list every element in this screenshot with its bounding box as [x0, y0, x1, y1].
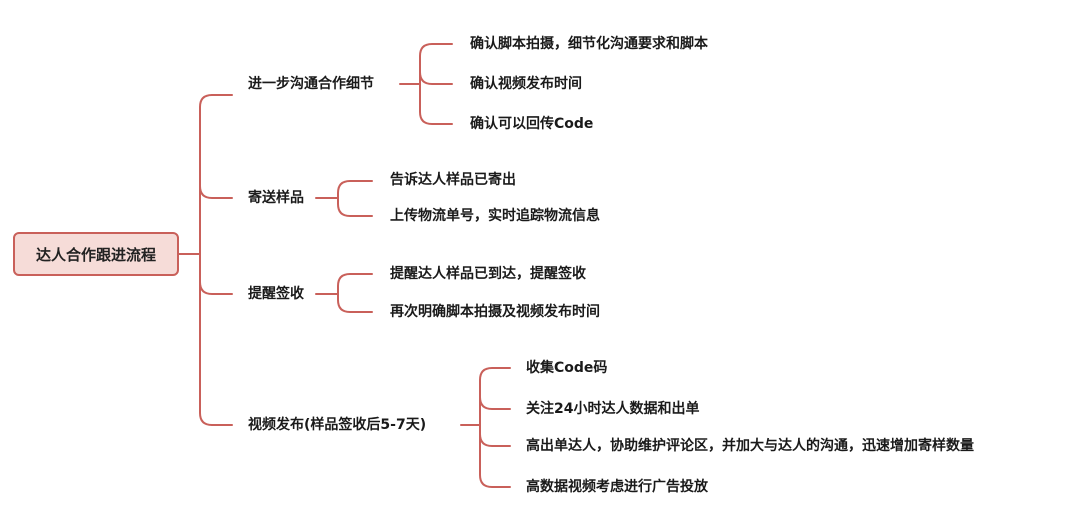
branch-4[interactable]: 视频发布(样品签收后5-7天) — [248, 417, 427, 433]
connector-root-trunk — [178, 94, 213, 426]
leaf-1-1[interactable]: 确认脚本拍摄，细节化沟通要求和脚本 — [470, 36, 708, 52]
root-node[interactable]: 达人合作跟进流程 — [13, 232, 179, 276]
connector-root-branch-2 — [199, 185, 233, 199]
connector-branch-2 — [315, 180, 373, 217]
branch-3[interactable]: 提醒签收 — [248, 286, 304, 302]
leaf-2-1[interactable]: 告诉达人样品已寄出 — [390, 172, 516, 188]
connector-root-branch-3 — [199, 281, 233, 295]
leaf-1-3[interactable]: 确认可以回传Code — [470, 116, 594, 132]
connector-branch-3 — [315, 273, 373, 313]
connector-branch-1 — [399, 43, 453, 125]
leaf-4-2[interactable]: 关注24小时达人数据和出单 — [526, 401, 700, 417]
leaf-4-4[interactable]: 高数据视频考虑进行广告投放 — [526, 479, 708, 495]
leaf-2-2[interactable]: 上传物流单号，实时追踪物流信息 — [390, 208, 600, 224]
branch-1[interactable]: 进一步沟通合作细节 — [248, 76, 374, 92]
connector-branch-4 — [460, 367, 511, 488]
leaf-4-3[interactable]: 高出单达人，协助维护评论区，并加大与达人的沟通，迅速增加寄样数量 — [526, 438, 974, 454]
leaf-3-2[interactable]: 再次明确脚本拍摄及视频发布时间 — [390, 304, 600, 320]
leaf-4-1[interactable]: 收集Code码 — [526, 360, 608, 376]
branch-2[interactable]: 寄送样品 — [248, 190, 304, 206]
leaf-1-2[interactable]: 确认视频发布时间 — [470, 76, 582, 92]
leaf-3-1[interactable]: 提醒达人样品已到达，提醒签收 — [390, 266, 586, 282]
